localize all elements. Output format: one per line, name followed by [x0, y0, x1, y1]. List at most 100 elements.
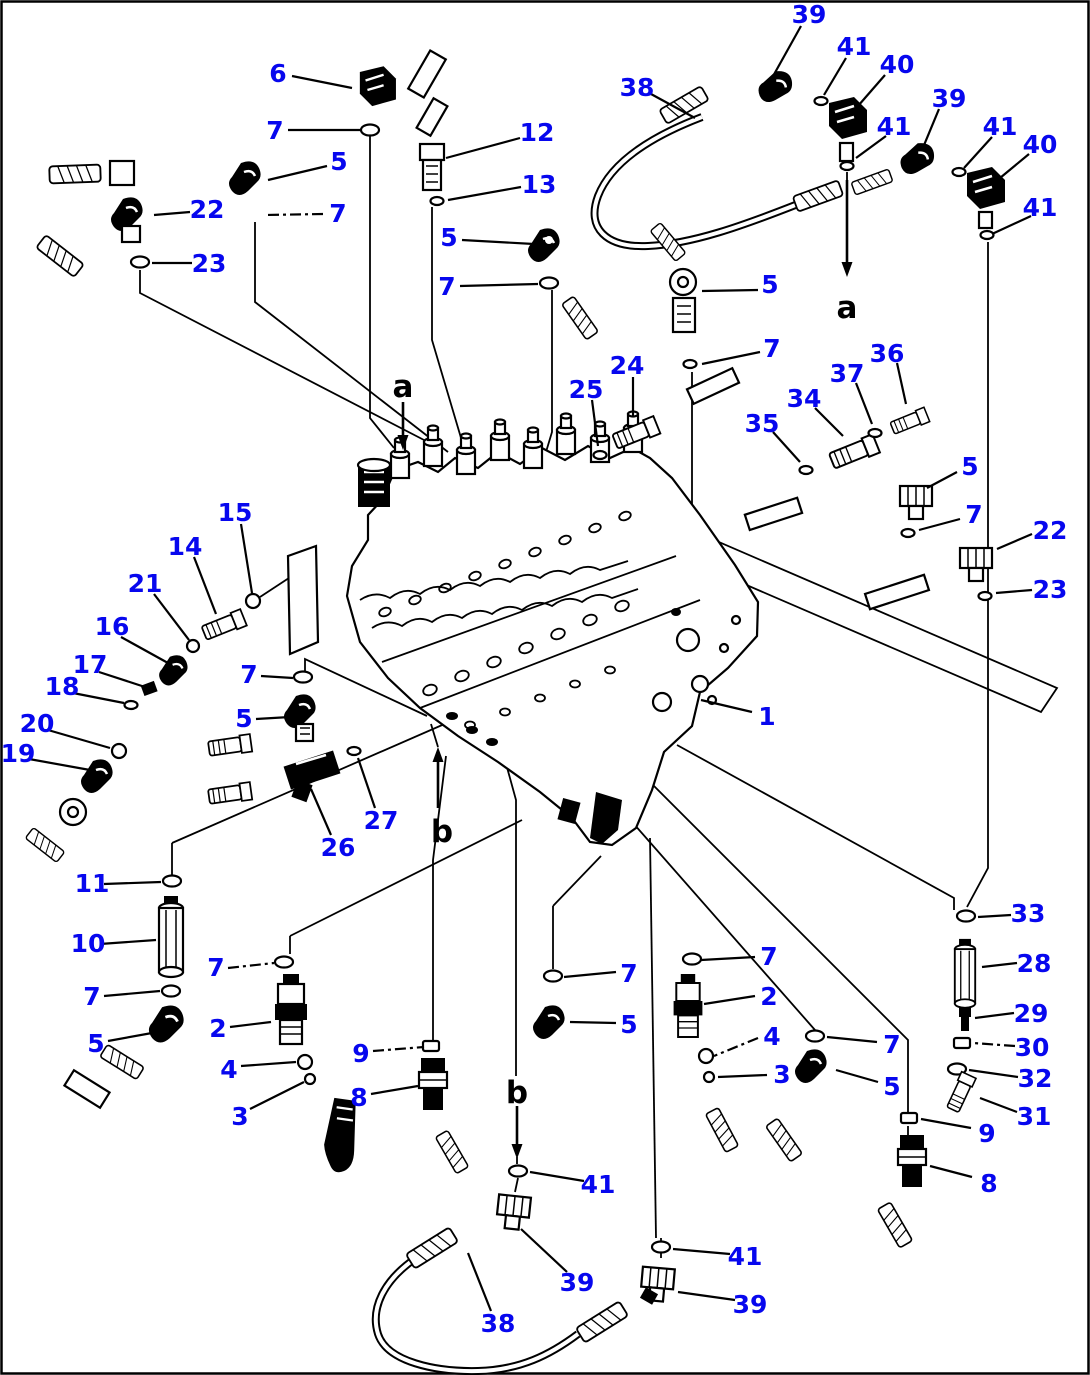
leader-line-14 [192, 556, 218, 615]
leader-line-33 [977, 913, 1012, 919]
ring-4 [697, 1047, 715, 1065]
callout-2: 2 [760, 982, 777, 1011]
leader-line-41 [672, 1247, 731, 1256]
oring-41 [650, 1240, 672, 1254]
leader-line-5 [267, 164, 328, 182]
callout-41: 41 [581, 1170, 616, 1199]
callout-20: 20 [20, 709, 55, 738]
ring-30 [952, 1036, 972, 1050]
callout-8: 8 [980, 1169, 997, 1198]
leader-line-29 [974, 1011, 1015, 1020]
leader-line-7 [918, 517, 961, 532]
oring-35 [798, 464, 814, 476]
leader-line-4 [240, 1060, 297, 1068]
callout-7: 7 [763, 334, 780, 363]
leader-line-5 [926, 471, 958, 489]
oring-7 [359, 123, 381, 137]
callout-9: 9 [978, 1119, 995, 1148]
callout-9: 9 [352, 1039, 369, 1068]
callout-7: 7 [438, 272, 455, 301]
callout-31: 31 [1017, 1102, 1052, 1131]
oring-7 [681, 952, 703, 966]
solenoid-cap [356, 457, 392, 507]
part-29 [959, 1008, 971, 1031]
callout-14: 14 [168, 532, 203, 561]
callout-2: 2 [209, 1014, 226, 1043]
oring-41 [839, 160, 855, 172]
callout-5: 5 [961, 452, 978, 481]
leader-line-22 [153, 210, 191, 217]
leader-line-23 [995, 588, 1033, 595]
callout-39: 39 [932, 84, 967, 113]
callout-7: 7 [883, 1030, 900, 1059]
fittings [58, 65, 1007, 1305]
leader-line-25 [590, 399, 600, 447]
leader-line-12 [445, 136, 521, 160]
hose-stubs [24, 48, 931, 1249]
oring-23 [977, 590, 993, 602]
callout-10: 10 [71, 929, 106, 958]
part-10-filter [157, 894, 185, 979]
leader-line-7 [227, 961, 275, 970]
oring-41 [951, 166, 967, 178]
oring-7 [292, 670, 314, 684]
marker-arrowhead-down [841, 262, 853, 277]
leader-line-9 [920, 1117, 972, 1130]
leader-line-20 [47, 728, 111, 750]
leader-line-13 [447, 185, 522, 202]
callout-32: 32 [1018, 1064, 1053, 1093]
callout-21: 21 [128, 569, 163, 598]
oring-20 [110, 742, 128, 760]
callout-5: 5 [330, 147, 347, 176]
ring-3 [303, 1072, 317, 1086]
callout-6: 6 [269, 59, 286, 88]
callout-38: 38 [481, 1309, 516, 1338]
leader-line-5 [107, 1031, 153, 1043]
callout-27: 27 [364, 806, 399, 835]
callout-38: 38 [620, 73, 655, 102]
leader-line-21 [153, 593, 190, 641]
leader-line-5 [461, 238, 535, 246]
leader-line-36 [895, 362, 908, 405]
leader-line-6 [291, 74, 353, 90]
leader-line-18 [72, 691, 125, 705]
leader-line-31 [979, 1096, 1018, 1114]
part-2 [672, 973, 704, 1038]
oring-15 [244, 592, 262, 610]
leader-line-38 [650, 93, 696, 119]
leader-line-7 [701, 350, 761, 366]
part-5-eye [668, 267, 698, 297]
callout-5: 5 [761, 270, 778, 299]
oring-27 [346, 745, 362, 757]
part-2 [273, 972, 309, 1046]
callout-40: 40 [1023, 130, 1058, 159]
part-26-tee [283, 750, 341, 803]
callout-7: 7 [760, 942, 777, 971]
callout-33: 33 [1011, 899, 1046, 928]
callout-7: 7 [329, 199, 346, 228]
leader-line-1 [700, 698, 753, 714]
callout-41: 41 [877, 112, 912, 141]
callout-4: 4 [220, 1055, 237, 1084]
leader-line-41 [823, 57, 847, 96]
callout-8: 8 [350, 1083, 367, 1112]
oring-7 [900, 527, 916, 539]
leader-line-39 [520, 1228, 568, 1273]
leader-line-8 [370, 1084, 419, 1096]
callout-23: 23 [1033, 575, 1068, 604]
callout-22: 22 [190, 195, 225, 224]
ring-9 [421, 1039, 441, 1053]
part-17 [140, 680, 158, 697]
marker-arrowhead-up [432, 747, 444, 762]
oring-41 [979, 229, 995, 241]
callout-16: 16 [95, 612, 130, 641]
leader-line-19 [28, 757, 91, 772]
callout-39: 39 [792, 0, 827, 29]
callout-36: 36 [870, 339, 905, 368]
view-marker-b: b [431, 814, 453, 850]
leader-line-7 [459, 282, 539, 288]
leader-line-41 [855, 135, 887, 159]
oring-18 [123, 699, 139, 711]
callout-34: 34 [787, 384, 822, 413]
